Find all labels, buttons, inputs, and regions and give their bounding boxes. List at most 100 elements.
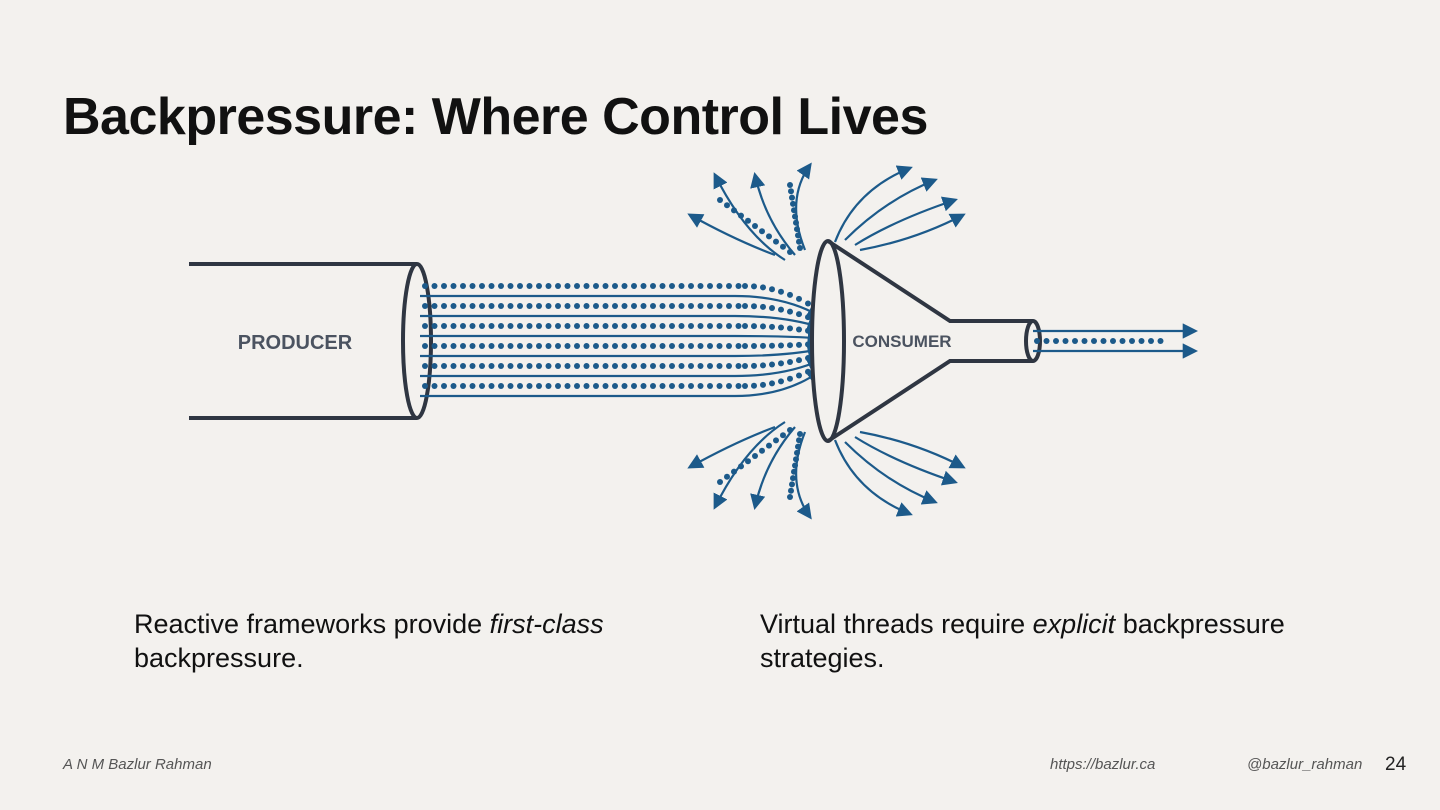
- flow-dot: [796, 357, 802, 364]
- flow-dot: [688, 363, 694, 369]
- flow-dot: [707, 383, 713, 389]
- flow-dot: [659, 303, 666, 309]
- flow-dot: [564, 363, 571, 369]
- flow-dot: [564, 303, 571, 309]
- overflow-arrow: [854, 436, 958, 486]
- overflow-arrow: [833, 165, 913, 243]
- flow-dot: [726, 303, 732, 309]
- flow-dot: [583, 383, 590, 389]
- overflow-arrow: [833, 439, 913, 517]
- flow-dot: [460, 283, 466, 289]
- flow-dot: [707, 283, 713, 289]
- flow-dot: [650, 383, 656, 389]
- producer-pipe: [189, 262, 433, 420]
- overflow-dot: [797, 245, 803, 251]
- flow-dot: [526, 383, 533, 389]
- output-dot: [1148, 338, 1154, 344]
- flow-dot: [769, 342, 775, 349]
- flow-dot: [805, 355, 811, 362]
- flow-dot: [769, 361, 775, 368]
- flow-dot: [787, 291, 793, 298]
- overflow-dot: [790, 475, 796, 482]
- flow-dot: [707, 363, 713, 369]
- flow-dot: [621, 383, 628, 389]
- flow-dot: [707, 323, 713, 329]
- flow-dot: [469, 323, 476, 329]
- flow-dot: [631, 343, 637, 349]
- flow-dot: [450, 303, 457, 309]
- flow-dot: [583, 363, 590, 369]
- flow-dot: [517, 323, 523, 329]
- flow-dot: [431, 383, 438, 389]
- flow-dot: [441, 363, 447, 369]
- flow-dot: [517, 303, 523, 309]
- overflow-dot: [788, 188, 794, 195]
- flow-dot: [742, 283, 748, 289]
- flow-dot: [631, 383, 637, 389]
- flow-dot: [726, 383, 732, 389]
- flow-dot: [602, 363, 609, 369]
- flow-dot: [697, 323, 704, 329]
- flow-dot: [678, 323, 685, 329]
- flow-dot: [760, 381, 766, 388]
- flow-dot: [769, 305, 775, 312]
- flow-dot: [735, 363, 742, 369]
- flow-dot: [422, 343, 428, 349]
- overflow-dot: [795, 232, 801, 239]
- flow-dot: [602, 383, 609, 389]
- overflow-arrow: [750, 426, 796, 511]
- flow-dot: [545, 283, 552, 289]
- flow-dot: [536, 323, 542, 329]
- flow-arrow: [420, 329, 824, 346]
- overflow-dot: [787, 182, 793, 188]
- flow-dot: [778, 360, 784, 367]
- flow-dot: [621, 303, 628, 309]
- footer-site-link[interactable]: https://bazlur.ca: [1050, 756, 1156, 773]
- overflow-dot: [791, 207, 797, 214]
- backpressure-diagram: PRODUCER CONSUMER: [189, 162, 1199, 520]
- overflow-dot: [792, 462, 798, 469]
- reactive-text: Reactive frameworks provide: [134, 609, 490, 639]
- output-dot: [1081, 338, 1088, 344]
- output-dot: [1100, 338, 1107, 344]
- overflow-dot: [766, 233, 772, 240]
- flow-dot: [460, 363, 466, 369]
- flow-dot: [796, 311, 802, 318]
- flow-dot: [593, 323, 599, 329]
- flow-dot: [431, 303, 438, 309]
- flow-dot: [678, 343, 685, 349]
- output-dot: [1129, 338, 1135, 344]
- flow-dot: [621, 363, 628, 369]
- flow-dot: [498, 283, 504, 289]
- flow-dot: [787, 308, 793, 315]
- flow-dot: [574, 343, 580, 349]
- flow-dot: [650, 303, 656, 309]
- flow-dot: [697, 363, 704, 369]
- footer-handle[interactable]: @bazlur_rahman: [1247, 756, 1363, 773]
- flow-dot: [545, 303, 552, 309]
- flow-dot: [735, 303, 742, 309]
- page-number: 24: [1385, 754, 1407, 775]
- flow-dot: [507, 283, 514, 289]
- flow-dot: [593, 283, 599, 289]
- flow-dot: [498, 383, 504, 389]
- flow-dot: [422, 363, 428, 369]
- flow-dot: [536, 363, 542, 369]
- flow-dot: [742, 303, 748, 309]
- overflow-dot: [787, 494, 793, 500]
- flow-dot: [742, 343, 748, 349]
- flow-dot: [574, 323, 580, 329]
- flow-dot: [726, 363, 732, 369]
- flow-dot: [640, 343, 647, 349]
- overflow-dot: [790, 200, 796, 207]
- flow-dot: [602, 303, 609, 309]
- flow-dot: [602, 283, 609, 289]
- overflow-dot: [731, 468, 737, 475]
- flow-dot: [555, 343, 561, 349]
- flow-dot: [555, 283, 561, 289]
- flow-dot: [760, 362, 766, 369]
- flow-dot: [488, 303, 495, 309]
- flow-dot: [517, 363, 523, 369]
- flow-dot: [787, 342, 793, 349]
- flow-dot: [422, 303, 428, 309]
